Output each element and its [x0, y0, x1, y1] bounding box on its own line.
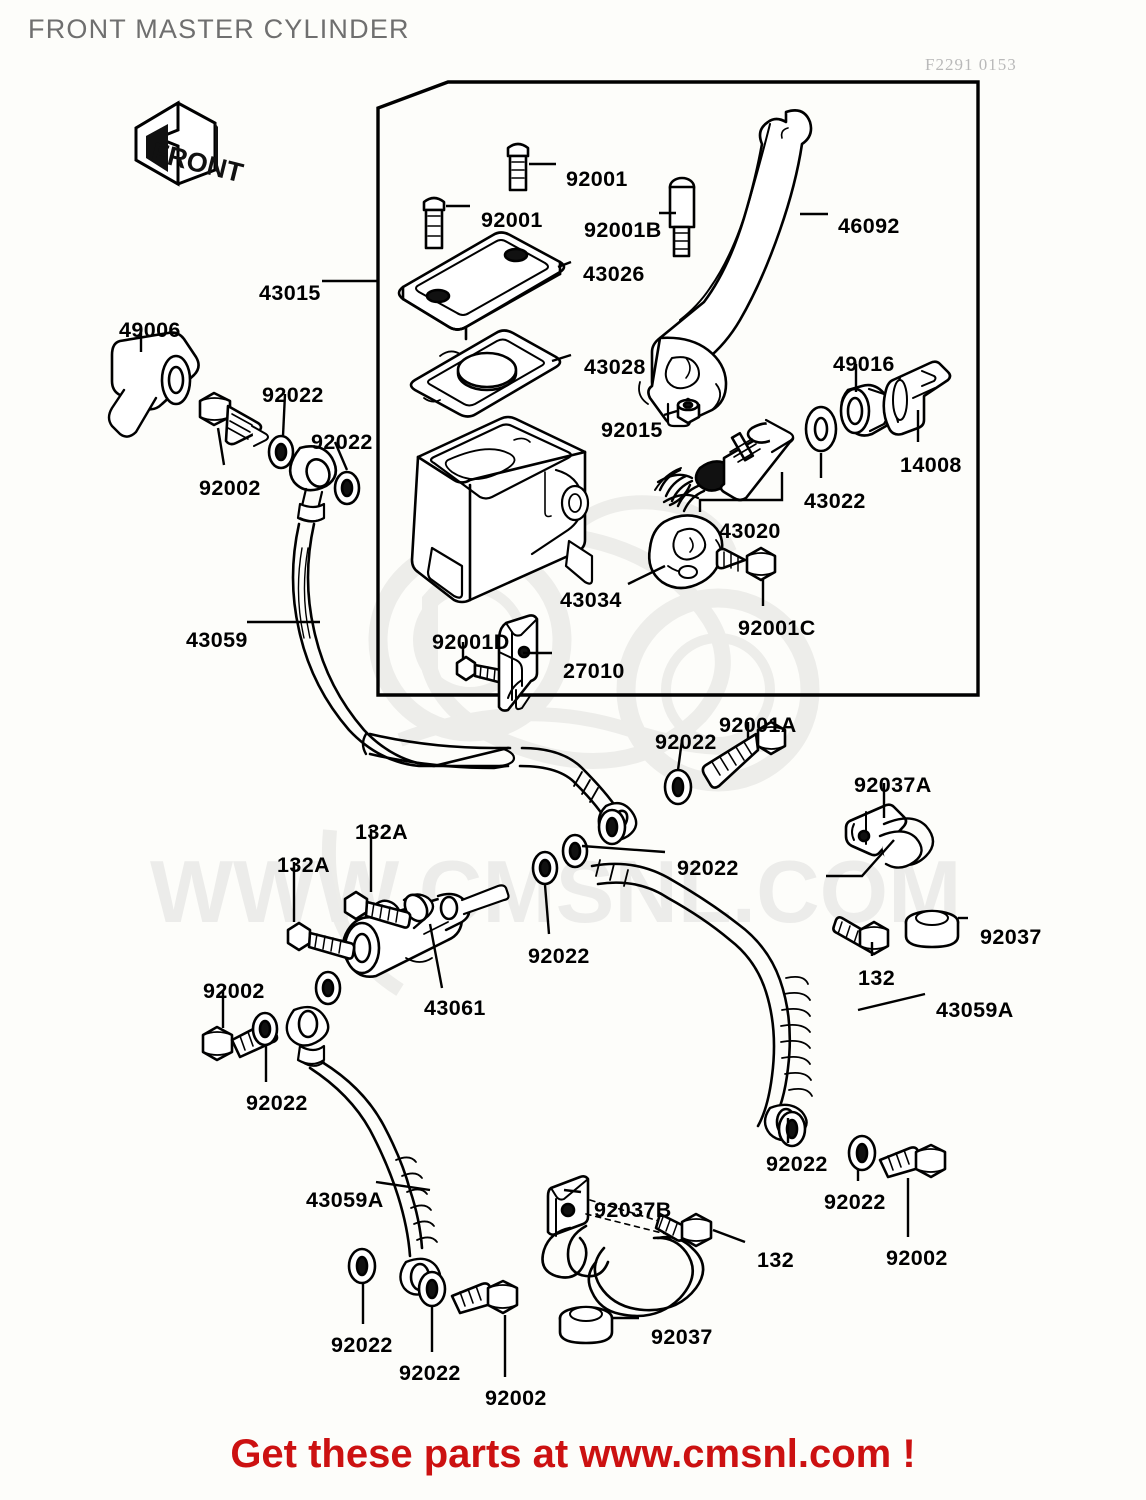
part-callout-43026[interactable]: 43026	[583, 262, 645, 286]
part-callout-92002[interactable]: 92002	[199, 476, 261, 500]
part-92001-screw-left	[422, 196, 446, 250]
part-92022-washer-c	[663, 768, 693, 806]
part-92022-washer-g	[561, 833, 589, 869]
part-43022-washer	[804, 405, 838, 453]
part-callout-92022[interactable]: 92022	[824, 1190, 886, 1214]
part-92015-lock-nut	[676, 397, 701, 425]
part-92022-washer-j	[417, 1270, 447, 1308]
part-92001C-bolt	[715, 546, 777, 582]
part-92002-banjo-bolt-bottom-right	[878, 1143, 947, 1179]
part-callout-43059[interactable]: 43059	[186, 628, 248, 652]
part-49006-grip	[107, 331, 200, 438]
part-callout-43034[interactable]: 43034	[560, 588, 622, 612]
part-callout-92001C[interactable]: 92001C	[738, 616, 816, 640]
part-92002-banjo-bolt-bottom-left	[450, 1279, 519, 1315]
part-92037-grommet-bottom	[558, 1305, 614, 1345]
part-92022-washer-h	[251, 1011, 279, 1047]
page-title: FRONT MASTER CYLINDER	[28, 14, 410, 44]
part-callout-132A[interactable]: 132A	[277, 853, 330, 877]
part-92001-screw-top	[506, 142, 530, 192]
footer-caption: Get these parts at www.cmsnl.com !	[230, 1432, 916, 1476]
part-92022-washer-e	[314, 970, 342, 1006]
part-92022-washer-l	[847, 1134, 877, 1172]
part-92022-washer-k	[777, 1110, 807, 1148]
part-callout-43059A[interactable]: 43059A	[936, 998, 1014, 1022]
part-callout-132[interactable]: 132	[858, 966, 896, 990]
part-callout-43022[interactable]: 43022	[804, 489, 866, 513]
part-hose-segment-lower-left	[361, 732, 512, 770]
part-92037A-hose-clamp	[844, 803, 935, 869]
part-callout-92002[interactable]: 92002	[485, 1386, 547, 1410]
part-43061-union-joint	[341, 884, 510, 978]
part-callout-43020[interactable]: 43020	[719, 519, 781, 543]
part-callout-49016[interactable]: 49016	[833, 352, 895, 376]
part-callout-92022[interactable]: 92022	[766, 1152, 828, 1176]
part-43059A-hose-right	[590, 859, 813, 1142]
part-callout-92022[interactable]: 92022	[262, 383, 324, 407]
part-callout-92001A[interactable]: 92001A	[719, 713, 797, 737]
part-callout-92022[interactable]: 92022	[311, 430, 373, 454]
part-callout-92022[interactable]: 92022	[246, 1091, 308, 1115]
part-43026-reservoir-cap	[397, 231, 566, 341]
part-92037-grommet-right	[904, 909, 960, 949]
part-43015-master-cylinder-body	[410, 415, 594, 604]
part-callout-92001[interactable]: 92001	[566, 167, 628, 191]
part-92001A-bolt	[701, 720, 787, 789]
part-92022-washer-i	[347, 1247, 377, 1285]
diagram-reference-code: F2291 0153	[925, 55, 1017, 74]
part-46092-brake-lever	[638, 109, 813, 428]
part-callout-14008[interactable]: 14008	[900, 453, 962, 477]
part-callout-92037[interactable]: 92037	[651, 1325, 713, 1349]
part-callout-92022[interactable]: 92022	[677, 856, 739, 880]
part-92022-washer-d	[597, 808, 627, 846]
part-132A-bolt-upper	[343, 890, 412, 929]
part-callout-92022[interactable]: 92022	[331, 1333, 393, 1357]
part-callout-92015[interactable]: 92015	[601, 418, 663, 442]
part-132A-bolt-lower	[286, 921, 356, 960]
part-callout-92037A[interactable]: 92037A	[854, 773, 932, 797]
part-43020-piston-assembly	[654, 418, 795, 513]
part-callout-92001B[interactable]: 92001B	[584, 218, 662, 242]
leader-lines	[139, 162, 968, 1377]
part-92001B-pivot-bolt	[668, 176, 696, 258]
part-callout-92001D[interactable]: 92001D	[432, 630, 510, 654]
part-callout-132[interactable]: 132	[757, 1248, 795, 1272]
part-callout-92022[interactable]: 92022	[655, 730, 717, 754]
part-callout-132A[interactable]: 132A	[355, 820, 408, 844]
part-92022-washer-a	[267, 434, 295, 470]
part-92022-washer-f	[531, 850, 559, 886]
part-callout-92022[interactable]: 92022	[399, 1361, 461, 1385]
assembly-boundary-box	[376, 80, 980, 697]
part-callout-92001[interactable]: 92001	[481, 208, 543, 232]
part-callout-49006[interactable]: 49006	[119, 318, 181, 342]
part-callout-43061[interactable]: 43061	[424, 996, 486, 1020]
part-92002-banjo-bolt-upper	[198, 391, 269, 447]
part-callout-92037B[interactable]: 92037B	[594, 1198, 672, 1222]
front-direction-badge: FRONT	[134, 100, 247, 188]
part-callout-92022[interactable]: 92022	[528, 944, 590, 968]
part-92022-washer-b	[333, 470, 361, 506]
part-43034-clamp	[647, 514, 724, 590]
part-43028-diaphragm	[409, 329, 562, 418]
part-callout-46092[interactable]: 46092	[838, 214, 900, 238]
part-132-bolt-right	[832, 916, 890, 956]
part-callout-43028[interactable]: 43028	[584, 355, 646, 379]
part-callout-92037[interactable]: 92037	[980, 925, 1042, 949]
part-callout-43059A[interactable]: 43059A	[306, 1188, 384, 1212]
part-callout-27010[interactable]: 27010	[563, 659, 625, 683]
part-132-bolt-bottom	[654, 1212, 713, 1248]
part-callout-92002[interactable]: 92002	[203, 979, 265, 1003]
part-callout-43015[interactable]: 43015	[259, 281, 321, 305]
part-49016-dust-seal	[839, 383, 893, 437]
part-callout-92002[interactable]: 92002	[886, 1246, 948, 1270]
